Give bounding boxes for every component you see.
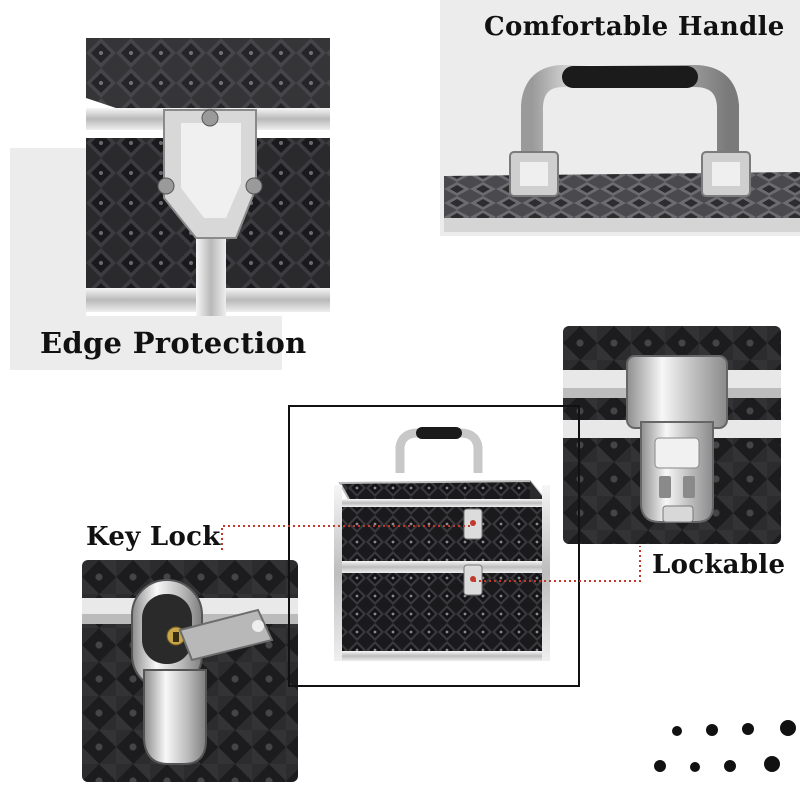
lockable-label: Lockable xyxy=(652,550,786,580)
handle-photo xyxy=(444,56,800,232)
product-frame xyxy=(288,405,580,687)
cosmetic-case-photo xyxy=(330,425,550,675)
cosmetic-case-icon xyxy=(334,427,550,661)
corner-protector-icon xyxy=(86,38,330,316)
handle-icon xyxy=(444,65,800,232)
key-lock-photo xyxy=(82,560,298,782)
edge-protection-label: Edge Protection xyxy=(40,326,307,360)
handle-label: Comfortable Handle xyxy=(484,12,785,42)
key-lock-label: Key Lock xyxy=(86,522,221,552)
lockable-photo xyxy=(563,326,781,544)
edge-protection-photo xyxy=(86,38,330,316)
latch-icon xyxy=(563,355,781,523)
key-lock-icon xyxy=(82,579,298,765)
